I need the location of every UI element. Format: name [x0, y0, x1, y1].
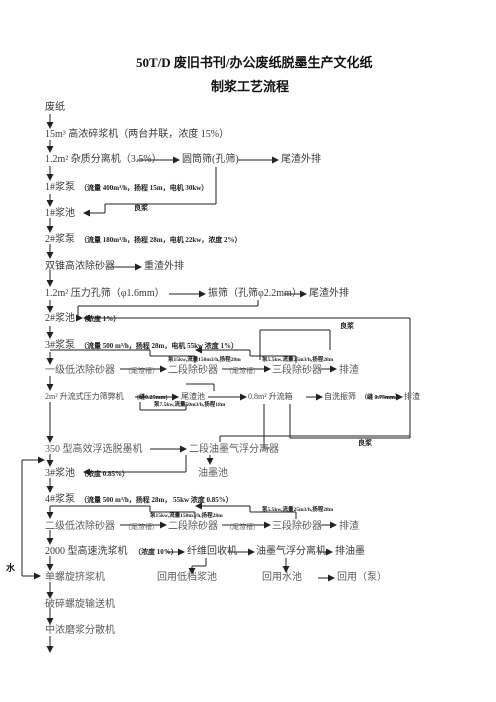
node-low-grade-chest: 回用低档浆池 — [157, 572, 217, 583]
node-chest-1: 1#浆池 — [45, 208, 75, 219]
node-chest-2: 2#浆池 — [45, 313, 75, 324]
node-reject-1: 排渣 — [339, 365, 359, 376]
tail-tank-1a: （尾渣槽） — [124, 367, 159, 375]
node-reject-3: 排渣 — [339, 521, 359, 532]
node-cleaner-2a: 二段除砂器 — [168, 365, 218, 376]
node-ink-separator-2: 二段油墨气浮分离器 — [189, 444, 279, 455]
washer-consistency: （浓度 10%） — [134, 548, 178, 556]
tail-tank-2b: （尾渣槽） — [225, 523, 260, 531]
node-disperser: 中浓磨浆分散机 — [45, 625, 115, 636]
stage3-pump-spec-b: 泵5.5kw,流量25m3/h,扬程28m — [262, 507, 334, 513]
node-chest-3: 3#浆池 — [45, 468, 75, 479]
node-tail-pit: 尾渣池 — [181, 392, 205, 401]
node-crusher-conveyor: 破碎螺旋输送机 — [45, 599, 115, 610]
doc-title-line2: 制浆工艺流程 — [211, 79, 290, 94]
node-separator: 1.2m² 杂质分离机（3.5%） — [45, 154, 162, 165]
slot-075: （缝 0.75mm） — [361, 395, 401, 401]
node-pulper: 15m³ 高浓碎浆机（两台并联，浓度 15%） — [45, 129, 230, 140]
pump-1-spec: （流量 400m³/h，扬程 15m，电机 30kw） — [80, 184, 209, 192]
node-hd-cleaner: 双锥高浓除砂器 — [45, 261, 115, 272]
stage3-pump-spec-a: 泵5.5kw,流量25m3/h,扬程28m — [262, 357, 334, 363]
node-pump-3: 3#浆泵 — [45, 340, 75, 351]
pump-2-spec: （流量 180m³/h，扬程 28m，电机 22kw，浓度 2%） — [80, 236, 242, 244]
pump-4-spec: （流量 500 m³/h，扬程 28m， 55kw 浓度 0.85%） — [80, 496, 233, 504]
node-screw-press: 单螺旋挤浆机 — [45, 572, 105, 583]
node-cleaner-2b: 二段除砂器 — [168, 521, 218, 532]
node-ink-flotation: 油墨气浮分离机 — [256, 546, 326, 557]
node-cleaner-1b: 二级低浓除砂器 — [45, 521, 115, 532]
node-vibrating-screen: 振筛（孔筛φ2.2mm） — [208, 288, 302, 299]
good-pulp-label-1: 良浆 — [134, 204, 148, 212]
node-heavy-reject: 重渣外排 — [144, 261, 184, 272]
tail-pit-pump-spec: 泵7.5kw,流量50m3/h,扬程18m — [154, 402, 226, 408]
chest-3-consistency: （浓度 0.85%） — [80, 470, 129, 478]
node-fiber-recovery: 纤维回收机 — [187, 546, 237, 557]
water-label: 水 — [6, 563, 16, 573]
node-washer: 2000 型高速洗浆机 — [45, 546, 128, 557]
node-cleaner-1a: 一级低浓除砂器 — [45, 365, 115, 376]
good-pulp-label-3: 良浆 — [358, 439, 372, 447]
node-drum-screen: 圆筒筛(孔筛) — [182, 154, 239, 165]
node-pump-2: 2#浆泵 — [45, 234, 75, 245]
node-tail-discharge-1: 尾渣外排 — [281, 154, 321, 165]
node-reuse-pump: 回用（泵） — [337, 572, 387, 583]
node-tail-discharge-2: 尾渣外排 — [309, 288, 349, 299]
chest-2-consistency: （浓度 1%） — [80, 315, 121, 323]
node-upflow-box: 0.8m² 升流箱 — [248, 392, 293, 401]
stage2-pump-spec-b: 泵15kw,流量150m3/h,扬程28m — [150, 513, 223, 519]
node-ink-pit: 油墨池 — [198, 468, 228, 479]
stage2-pump-spec-a: 泵15kw,流量150m3/h,扬程28m — [168, 357, 241, 363]
pump-3-spec: （流量 500 m³/h，扬程 28m，电机 55kw 浓度 1%） — [80, 342, 239, 350]
node-pump-1: 1#浆泵 — [45, 182, 75, 193]
node-ink-discharge: 排油墨 — [335, 546, 365, 557]
slot-025: (缝0.25mm) — [137, 395, 168, 401]
node-cleaner-3a: 三段除砂器 — [272, 365, 322, 376]
good-pulp-label-2: 良浆 — [340, 322, 354, 330]
node-waste-paper: 废纸 — [45, 102, 65, 113]
node-pump-4: 4#浆泵 — [45, 494, 75, 505]
node-cleaner-3b: 三段除砂器 — [272, 521, 322, 532]
node-upflow-screen: 2m² 升流式压力筛弊机 — [45, 392, 124, 401]
node-reuse-water-tank: 回用水池 — [262, 572, 302, 583]
tail-tank-2a: （尾渣槽） — [225, 367, 260, 375]
node-reject-2: 排渣 — [404, 392, 420, 401]
doc-title-line1: 50T/D 废旧书刊/办公废纸脱墨生产文化纸 — [136, 55, 373, 70]
node-pressure-screen: 1.2m² 压力孔筛（φ1.6mm） — [45, 288, 165, 299]
tail-tank-1b: （尾渣槽） — [124, 523, 159, 531]
node-self-clean-screen: 自洗振筛 — [324, 392, 356, 401]
node-flotation-deinker: 350 型高效浮选脱墨机 — [45, 444, 143, 455]
